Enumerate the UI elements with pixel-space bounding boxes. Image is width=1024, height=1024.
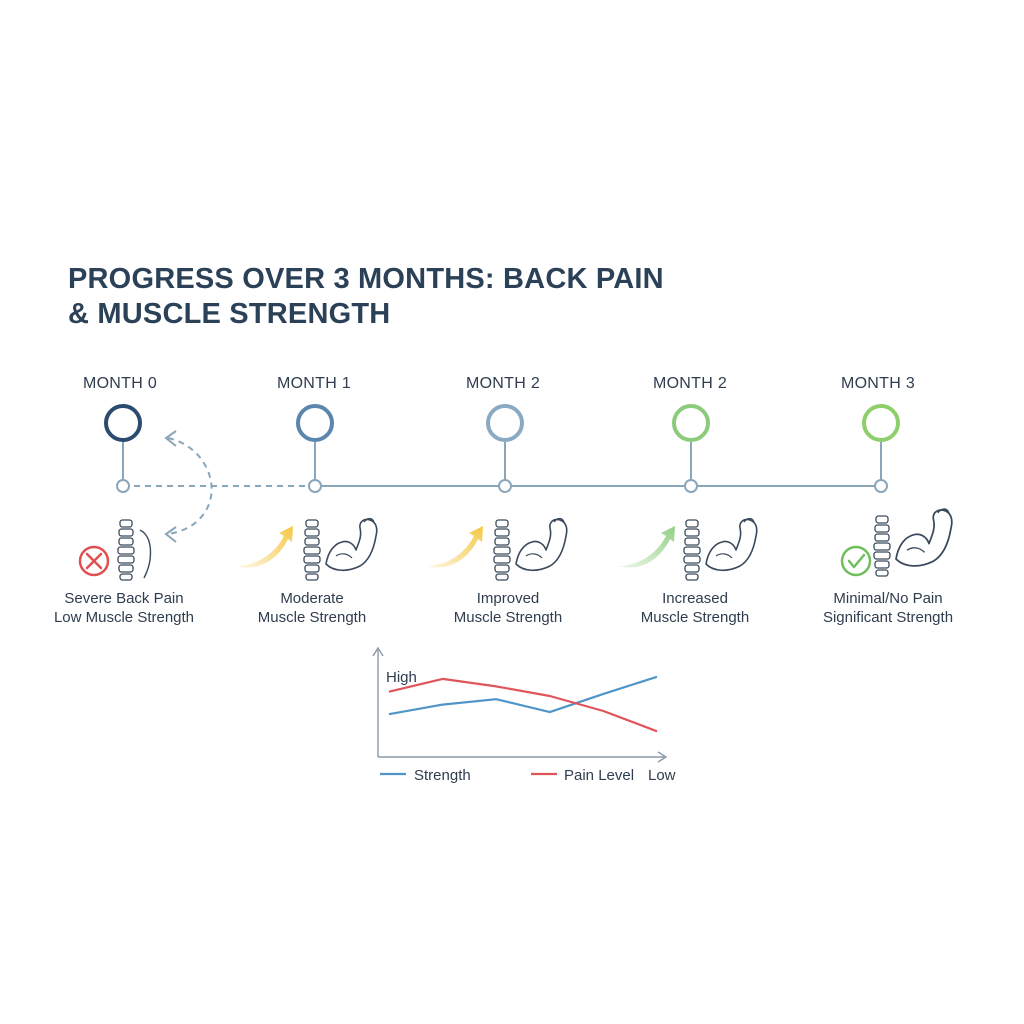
caption-line-1: Increased	[662, 590, 728, 607]
series-line-pain-level	[388, 677, 658, 733]
stage-ring	[672, 404, 710, 442]
stage-ring	[486, 404, 524, 442]
stage-ring	[104, 404, 142, 442]
caption-line-1: Severe Back Pain	[64, 590, 184, 607]
legend-label-strength: Strength	[414, 767, 471, 784]
chart-axes	[372, 646, 668, 763]
spine-icon	[117, 519, 152, 581]
caption-line-1: Minimal/No Pain	[833, 590, 943, 607]
x-circle-icon	[78, 545, 110, 577]
spine-icon	[873, 515, 891, 577]
flexed-arm-icon	[515, 517, 568, 572]
caption-line-2: Low Muscle Strength	[53, 609, 195, 626]
caption-line-1: Moderate	[280, 590, 344, 607]
spine-icon	[303, 519, 321, 581]
stage-marker-month-2b	[672, 404, 710, 493]
series-line-strength	[388, 675, 658, 716]
title-line-2: & MUSCLE STRENGTH	[68, 298, 391, 330]
timeline-node	[116, 479, 130, 493]
flexed-arm-icon	[325, 517, 378, 572]
timeline-node	[308, 479, 322, 493]
month-label-3: MONTH 2	[652, 375, 728, 392]
caption-line-2: Significant Strength	[822, 609, 954, 626]
spine-icon	[493, 519, 511, 581]
stage-ring	[296, 404, 334, 442]
caption-line-2: Muscle Strength	[257, 609, 367, 626]
spine-icon	[683, 519, 701, 581]
dashed-loop-arrow-icon	[164, 430, 213, 543]
chart-plot-area	[388, 675, 658, 733]
caption-line-1: Improved	[476, 590, 540, 607]
stage-marker-month-0	[104, 404, 142, 493]
timeline-node	[874, 479, 888, 493]
green-arrow-icon	[618, 526, 675, 568]
stage-marker-month-2	[486, 404, 524, 493]
flexed-arm-icon	[895, 508, 953, 567]
stage-caption-0: Severe Back Pain Low Muscle Strength	[29, 589, 219, 627]
yellow-arrow-icon	[426, 526, 483, 568]
month-label-4: MONTH 3	[840, 375, 916, 392]
stage-caption-2: Improved Muscle Strength	[413, 589, 603, 627]
check-circle-icon	[840, 545, 872, 577]
timeline-node	[498, 479, 512, 493]
chart-title: PROGRESS OVER 3 MONTHS: BACK PAIN & MUSC…	[68, 262, 664, 332]
legend-label-pain: Pain Level	[564, 767, 635, 784]
y-axis-low-label: Low	[648, 767, 676, 784]
y-axis-high-label: High	[386, 669, 417, 686]
timeline-node	[684, 479, 698, 493]
month-label-1: MONTH 1	[276, 375, 352, 392]
stage-caption-1: Moderate Muscle Strength	[217, 589, 407, 627]
caption-line-2: Muscle Strength	[640, 609, 750, 626]
month-label-2: MONTH 2	[465, 375, 541, 392]
stage-marker-month-1	[296, 404, 334, 493]
month-label-0: MONTH 0	[82, 375, 158, 392]
stage-caption-4: Minimal/No Pain Significant Strength	[793, 589, 983, 627]
caption-line-2: Muscle Strength	[453, 609, 563, 626]
yellow-arrow-icon	[236, 526, 293, 568]
stage-ring	[862, 404, 900, 442]
stage-marker-month-3	[862, 404, 900, 493]
title-line-1: PROGRESS OVER 3 MONTHS: BACK PAIN	[68, 263, 664, 295]
stage-caption-3: Increased Muscle Strength	[600, 589, 790, 627]
flexed-arm-icon	[705, 517, 758, 572]
